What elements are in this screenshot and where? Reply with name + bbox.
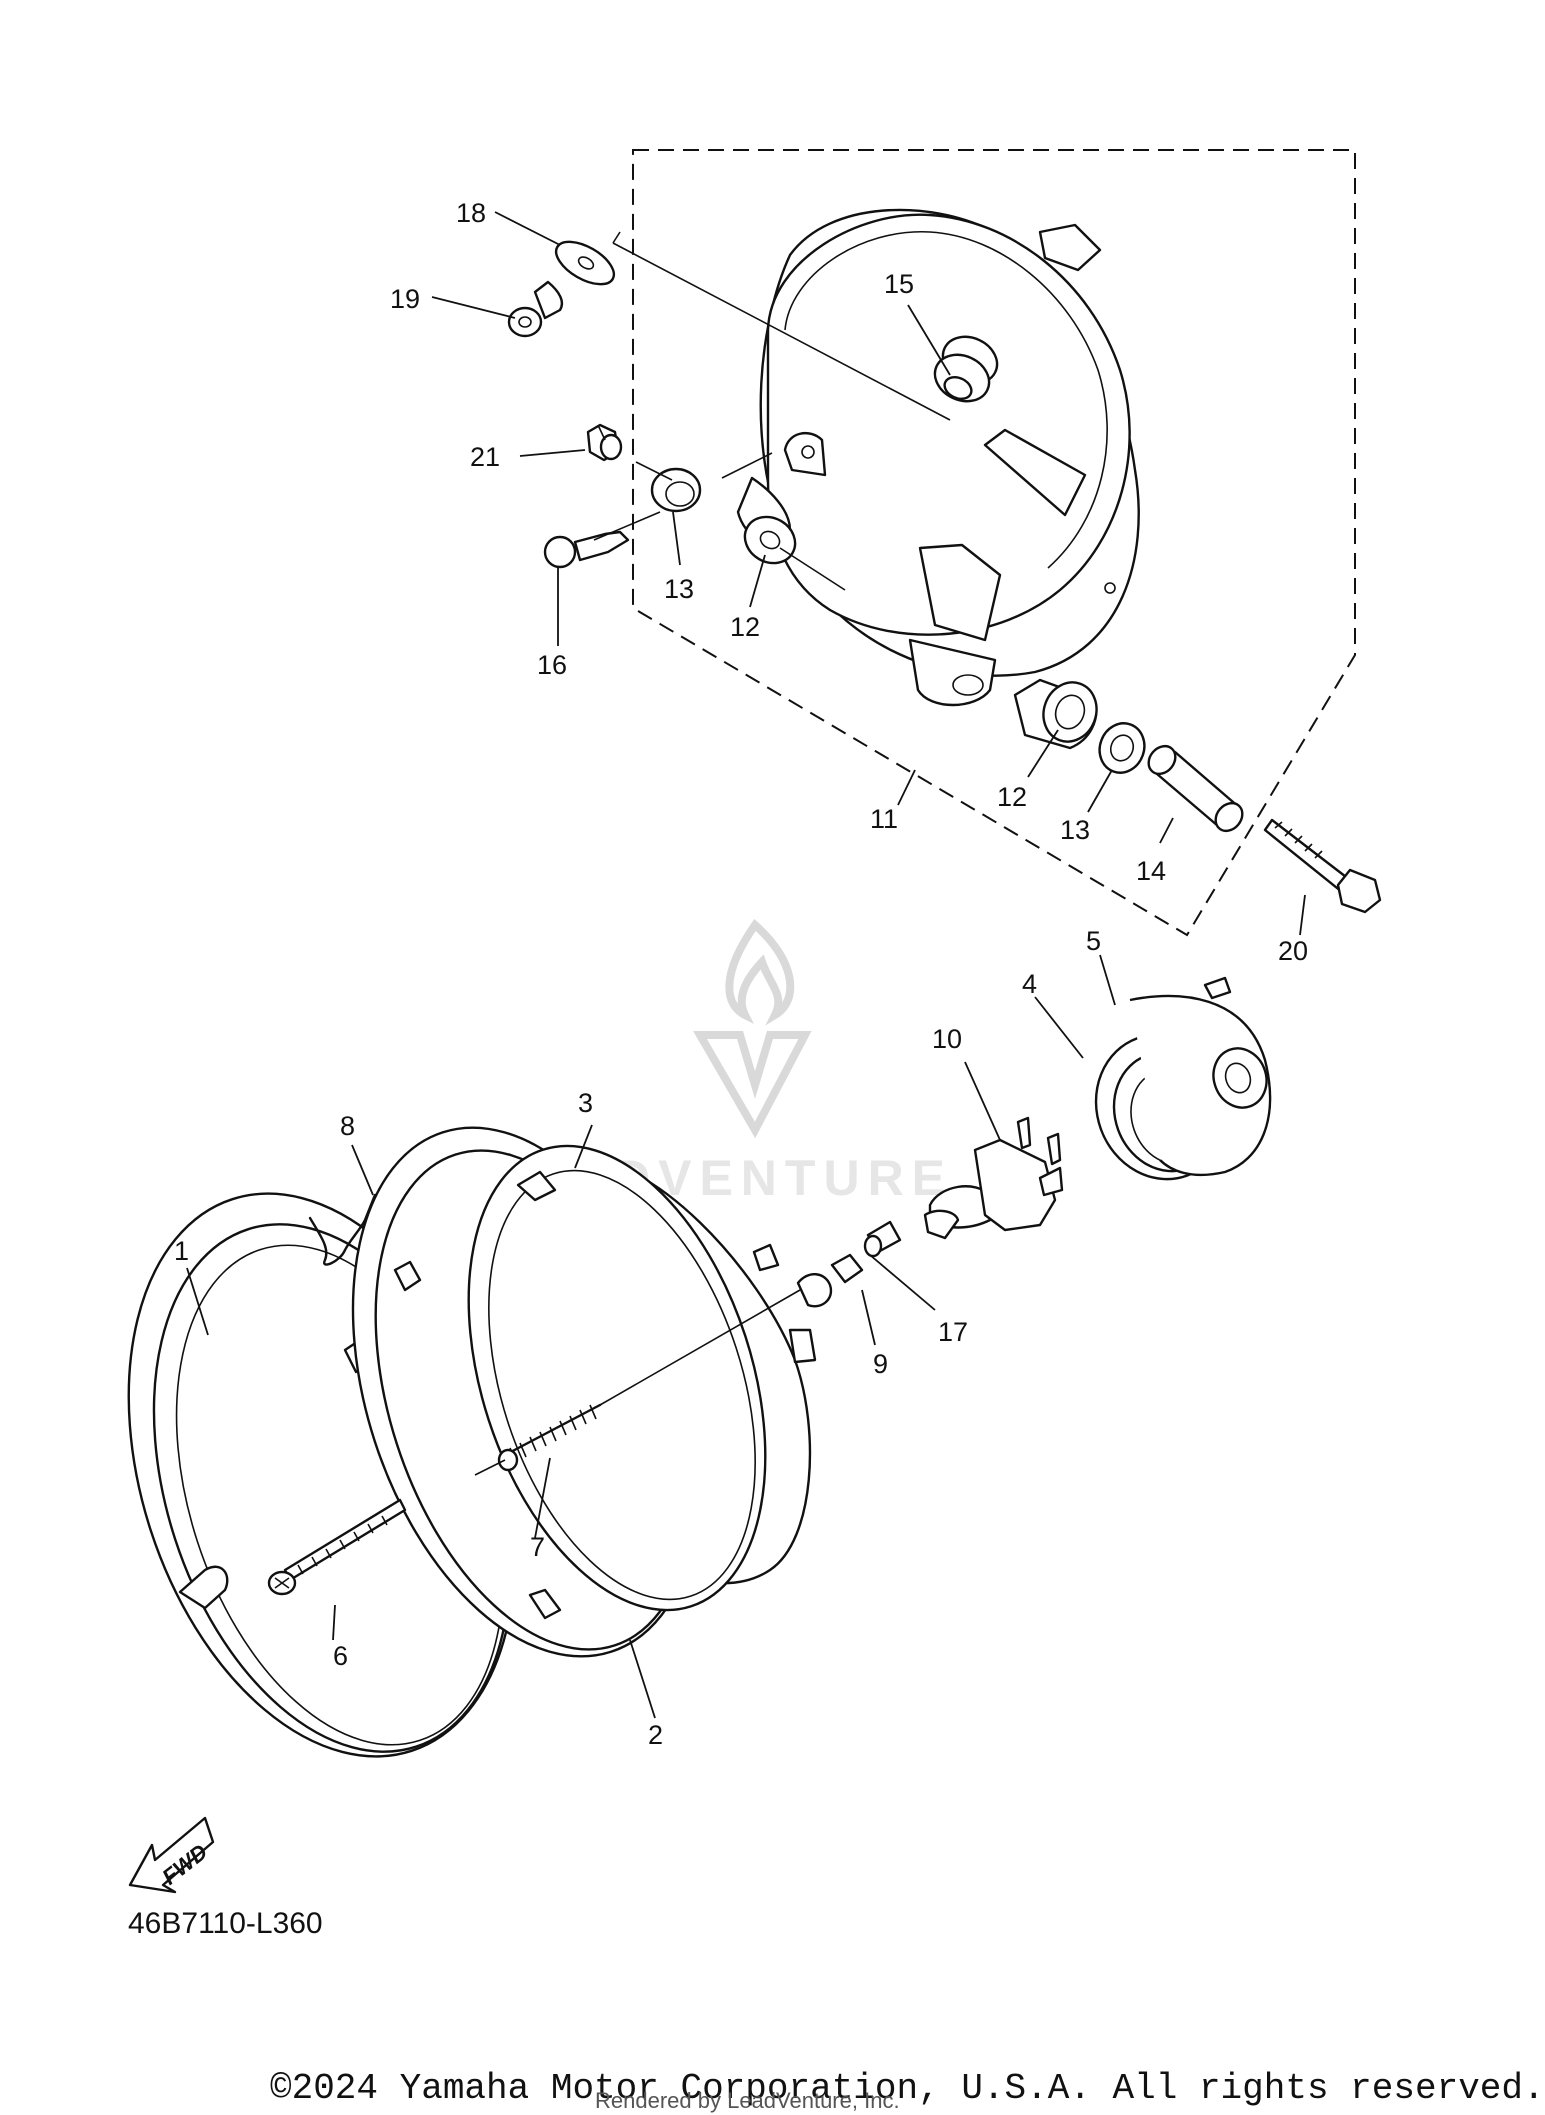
fwd-arrow-icon: FWD xyxy=(128,1816,215,1894)
spring-7 xyxy=(497,1403,602,1472)
callout-18: 18 xyxy=(456,198,486,228)
callout-14: 14 xyxy=(1136,856,1166,886)
grommet-15 xyxy=(933,335,999,403)
screw-16 xyxy=(543,530,630,569)
callout-6: 6 xyxy=(333,1641,348,1671)
assembly-11-outline xyxy=(632,149,1356,937)
callout-13-lower: 13 xyxy=(1060,815,1090,845)
headlight-exploded-diagram: LEADVENTURE xyxy=(127,149,1382,1940)
rear-cover-5 xyxy=(1129,976,1272,1177)
grommet-17 xyxy=(863,1220,902,1258)
bulb-10 xyxy=(923,1116,1064,1240)
callout-7: 7 xyxy=(530,1532,545,1562)
callout-3: 3 xyxy=(578,1088,593,1118)
collar-12-lower xyxy=(1013,678,1098,750)
callout-8: 8 xyxy=(340,1111,355,1141)
wire-clip-8 xyxy=(308,1193,377,1266)
callout-10: 10 xyxy=(932,1024,962,1054)
callout-17: 17 xyxy=(938,1317,968,1347)
callout-15: 15 xyxy=(884,269,914,299)
callout-4: 4 xyxy=(1022,969,1037,999)
headlight-housing xyxy=(759,208,1140,707)
nut-21 xyxy=(586,423,623,462)
callout-20: 20 xyxy=(1278,936,1308,966)
callout-9: 9 xyxy=(873,1349,888,1379)
sleeve-14 xyxy=(1147,744,1244,833)
rendered-by-text: Rendered by LeadVenture, Inc. xyxy=(595,2088,900,2113)
callout-16: 16 xyxy=(537,650,567,680)
callout-19: 19 xyxy=(390,284,420,314)
socket-9 xyxy=(796,1253,864,1308)
callout-11: 11 xyxy=(870,804,898,834)
washer-13-upper xyxy=(650,467,702,513)
copyright-notice: ©2024 Yamaha Motor Corporation, U.S.A. A… xyxy=(270,2068,1545,2109)
callout-1: 1 xyxy=(174,1236,189,1266)
callout-labels: 18 19 21 16 13 12 15 11 12 13 14 20 5 4 … xyxy=(174,198,1308,1750)
diagram-code: 46B7110-L360 xyxy=(128,1907,323,1940)
washer-18 xyxy=(554,240,616,286)
callout-12-upper: 12 xyxy=(730,612,760,642)
callout-12-lower: 12 xyxy=(997,782,1027,812)
callout-5: 5 xyxy=(1086,926,1101,956)
bolt-20 xyxy=(1263,818,1382,914)
adjusting-screw-6 xyxy=(267,1498,407,1596)
leader-lines xyxy=(186,211,1306,1719)
washer-13-lower xyxy=(1098,722,1146,774)
screw-19 xyxy=(507,280,564,338)
callout-21: 21 xyxy=(470,442,500,472)
callout-2: 2 xyxy=(648,1720,663,1750)
collar-12-upper xyxy=(736,476,797,565)
callout-13-upper: 13 xyxy=(664,574,694,604)
